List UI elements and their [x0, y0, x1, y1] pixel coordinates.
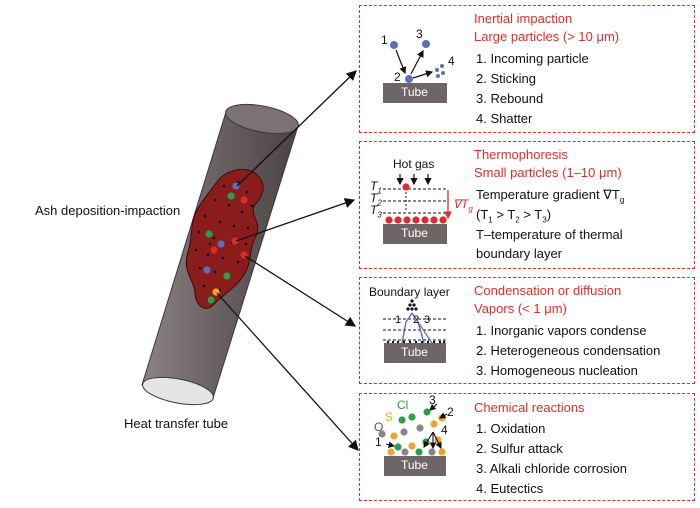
- tube-label: Tube: [401, 345, 428, 359]
- marker-label: 2: [413, 314, 420, 326]
- marker-label: 3: [424, 314, 431, 326]
- arrow-to-thermophoresis: [235, 198, 356, 242]
- thermophoresis-illustration: [383, 174, 452, 244]
- panel-subtitle: Vapors (< 1 μm): [474, 301, 567, 316]
- marker-label: 3: [416, 27, 423, 41]
- arrow-to-inertial-impaction: [236, 70, 357, 187]
- marker-label: 1: [375, 435, 382, 449]
- arrow-to-condensation: [244, 255, 357, 327]
- panel-chemical-reactions: [359, 393, 695, 501]
- list-item: 1. Oxidation: [476, 421, 546, 436]
- list-item: 4. Shatter: [476, 111, 533, 126]
- panel-subtitle: Large particles (> 10 μm): [474, 29, 620, 44]
- condensation-illustration: [383, 299, 447, 363]
- boundary-layer-label: Boundary layer: [369, 285, 450, 299]
- gradient-arrow-label: ∇Tg: [453, 197, 473, 214]
- ash-deposition-label: Ash deposition-impaction: [35, 203, 181, 218]
- list-item: 2. Heterogeneous condensation: [476, 343, 661, 358]
- marker-label: 1: [395, 314, 402, 326]
- t2-label: T2: [370, 191, 382, 208]
- chemical-reactions-illustration: [378, 403, 448, 476]
- connector-arrows: [216, 70, 359, 451]
- tube-label: Tube: [401, 458, 428, 472]
- ash-deposit: [185, 169, 264, 309]
- list-item: 3. Homogeneous nucleation: [476, 363, 638, 378]
- panel-title: Chemical reactions: [474, 400, 585, 415]
- panel-thermophoresis: [359, 141, 695, 269]
- temperature-relation: (T1 > T2 > T3): [476, 207, 552, 225]
- arrow-to-chemical-reactions: [216, 292, 359, 451]
- panel-title: Thermophoresis: [474, 147, 568, 162]
- t3-label: T3: [370, 203, 382, 220]
- oxygen-label: O: [374, 420, 384, 434]
- tube-label: Tube: [401, 226, 428, 240]
- chlorine-label: Cl: [397, 398, 409, 412]
- panel-condensation: [359, 277, 695, 384]
- panel-inertial-impaction: [359, 5, 695, 133]
- list-item: 4. Eutectics: [476, 481, 544, 496]
- hot-gas-label: Hot gas: [393, 157, 435, 171]
- definition-line: T–temperature of thermal: [476, 227, 623, 242]
- panel-title: Condensation or diffusion: [474, 283, 622, 298]
- panel-title: Inertial impaction: [474, 11, 573, 26]
- heat-transfer-tube-label: Heat transfer tube: [124, 416, 229, 431]
- list-item: 3. Rebound: [476, 91, 544, 106]
- definition-line: boundary layer: [476, 246, 562, 261]
- impaction-illustration: [383, 40, 447, 103]
- list-item: 2. Sulfur attack: [476, 441, 563, 456]
- marker-label: 3: [429, 393, 436, 407]
- marker-label: 4: [448, 54, 455, 68]
- marker-label: 2: [394, 70, 401, 84]
- list-item: 2. Sticking: [476, 71, 536, 86]
- marker-label: 4: [441, 423, 448, 437]
- gradient-text: Temperature gradient ∇Tg: [476, 187, 625, 205]
- list-item: 1. Incoming particle: [476, 51, 589, 66]
- list-item: 3. Alkali chloride corrosion: [476, 461, 628, 476]
- panel-subtitle: Small particles (1–10 μm): [474, 165, 622, 180]
- marker-label: 2: [447, 405, 454, 419]
- list-item: 1. Inorganic vapors condense: [476, 323, 647, 338]
- t1-label: T1: [370, 179, 382, 196]
- marker-label: 1: [381, 33, 388, 47]
- sulfur-label: S: [385, 410, 394, 424]
- tube-label: Tube: [401, 85, 428, 99]
